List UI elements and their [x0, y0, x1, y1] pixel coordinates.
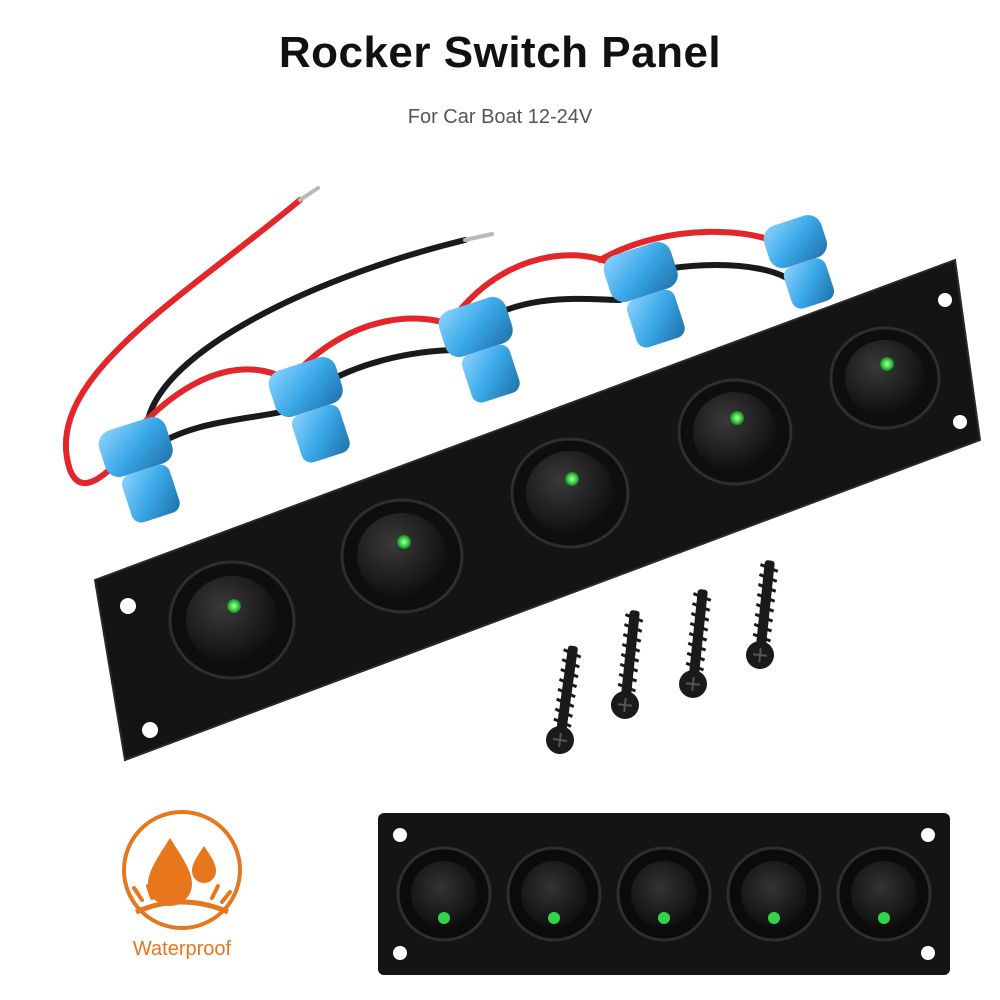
blue-connectors — [98, 215, 835, 523]
mounting-screws — [546, 560, 779, 754]
product-photo — [0, 150, 1000, 800]
rocker-switches — [168, 326, 941, 680]
waterproof-badge: Waterproof — [112, 808, 252, 988]
front-view-panel — [378, 813, 950, 975]
front-switches — [396, 846, 932, 942]
water-drops-icon — [122, 810, 242, 930]
page-subtitle: For Car Boat 12-24V — [407, 106, 593, 128]
page-title: Rocker Switch Panel — [278, 28, 722, 77]
waterproof-label: Waterproof — [132, 938, 232, 960]
